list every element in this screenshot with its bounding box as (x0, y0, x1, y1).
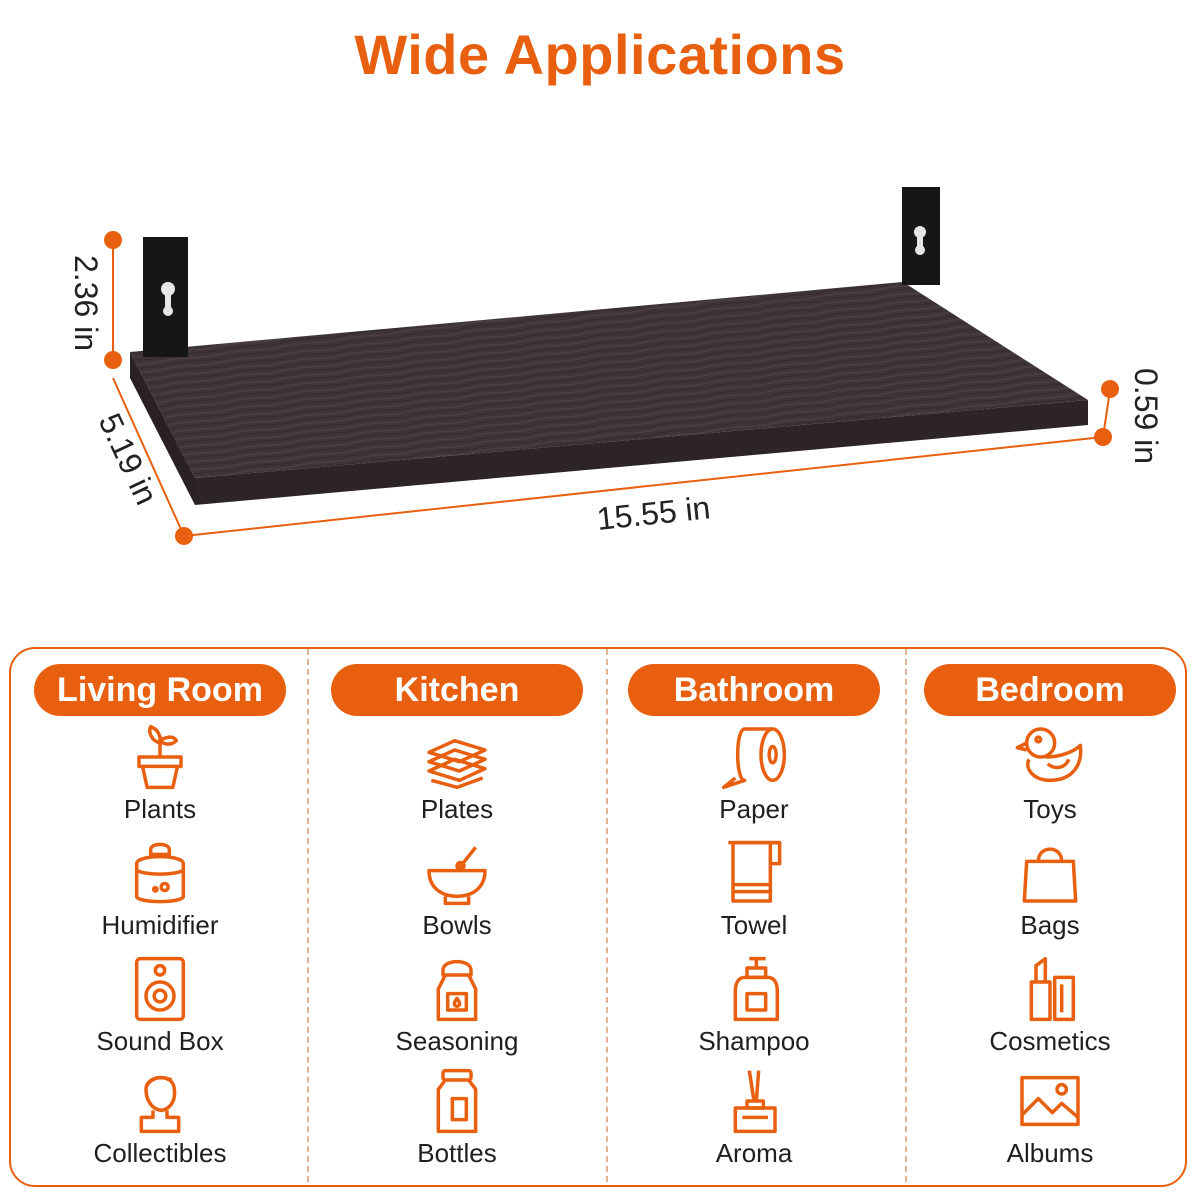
category-bedroom: Bedroom Toys Bags Cosmetics Albums (900, 664, 1200, 1168)
thickness-dimension-label: 0.59 in (1128, 368, 1164, 464)
item-label: Plates (420, 794, 494, 824)
rubber-duck-icon (1015, 727, 1083, 783)
bottle-icon (436, 1068, 478, 1134)
toilet-paper-icon (721, 727, 787, 790)
item-label: Paper (719, 794, 789, 824)
item-label: Albums (1006, 1138, 1094, 1168)
speaker-icon (134, 956, 186, 1022)
list-item: Bags (900, 838, 1200, 948)
item-label: Toys (1023, 794, 1077, 824)
list-item: Humidifier (10, 838, 310, 948)
item-label: Bowls (422, 910, 492, 940)
item-label: Seasoning (395, 1026, 519, 1056)
item-label: Plants (123, 794, 197, 824)
list-item: Towel (604, 838, 904, 948)
category-bathroom: Bathroom Paper Towel Shampoo Aroma (604, 664, 904, 1168)
list-item: Bottles (307, 1066, 607, 1176)
list-item: Albums (900, 1066, 1200, 1176)
list-item: Paper (604, 722, 904, 832)
left-bracket (143, 237, 188, 357)
category-living-room: Living Room Plants Humidifier Sound Box … (10, 664, 310, 1168)
bag-icon (1022, 847, 1078, 903)
item-label: Humidifier (101, 910, 219, 940)
item-label: Cosmetics (989, 1026, 1111, 1056)
list-item: Seasoning (307, 954, 607, 1064)
bowl-icon (427, 846, 487, 906)
category-heading: Bathroom (628, 664, 880, 716)
applications-panel (9, 647, 1187, 1187)
reed-diffuser-icon (733, 1070, 777, 1134)
list-item: Sound Box (10, 954, 310, 1064)
shelf-illustration: 2.36 in 5.19 in 15.55 in 0.59 in (68, 187, 1164, 545)
right-bracket (902, 187, 940, 285)
dimension-dots (104, 231, 1119, 545)
photo-album-icon (1020, 1075, 1080, 1127)
shampoo-bottle-icon (733, 956, 780, 1022)
list-item: Cosmetics (900, 954, 1200, 1064)
page-title: Wide Applications (354, 23, 846, 86)
shelf-side-edge (130, 352, 195, 505)
plant-pot-icon (137, 724, 183, 790)
column-divider (905, 649, 907, 1182)
shelf-front-edge (195, 400, 1088, 505)
item-label: Collectibles (93, 1138, 227, 1168)
list-item: Plants (10, 722, 310, 832)
seasoning-jar-icon (436, 959, 478, 1022)
humidifier-icon (134, 842, 186, 904)
column-divider (606, 649, 608, 1182)
item-label: Shampoo (698, 1026, 810, 1056)
list-item: Toys (900, 722, 1200, 832)
plates-icon (427, 738, 487, 790)
category-heading: Living Room (34, 664, 286, 716)
list-item: Plates (307, 722, 607, 832)
towel-icon (728, 840, 782, 903)
column-divider (307, 649, 309, 1182)
list-item: Shampoo (604, 954, 904, 1064)
category-heading: Bedroom (924, 664, 1176, 716)
item-label: Sound Box (96, 1026, 224, 1056)
length-dimension-label: 15.55 in (595, 489, 712, 537)
list-item: Collectibles (10, 1066, 310, 1176)
height-dimension-label: 2.36 in (68, 255, 104, 351)
bust-statue-icon (139, 1075, 181, 1134)
category-kitchen: Kitchen Plates Bowls Seasoning Bottles (307, 664, 607, 1168)
list-item: Bowls (307, 838, 607, 948)
item-label: Towel (720, 910, 788, 940)
item-label: Bottles (417, 1138, 497, 1168)
item-label: Bags (1020, 910, 1080, 940)
list-item: Aroma (604, 1066, 904, 1176)
item-label: Aroma (715, 1138, 793, 1168)
lipstick-icon (1029, 956, 1076, 1022)
shelf-top-surface (130, 282, 1088, 478)
category-heading: Kitchen (331, 664, 583, 716)
